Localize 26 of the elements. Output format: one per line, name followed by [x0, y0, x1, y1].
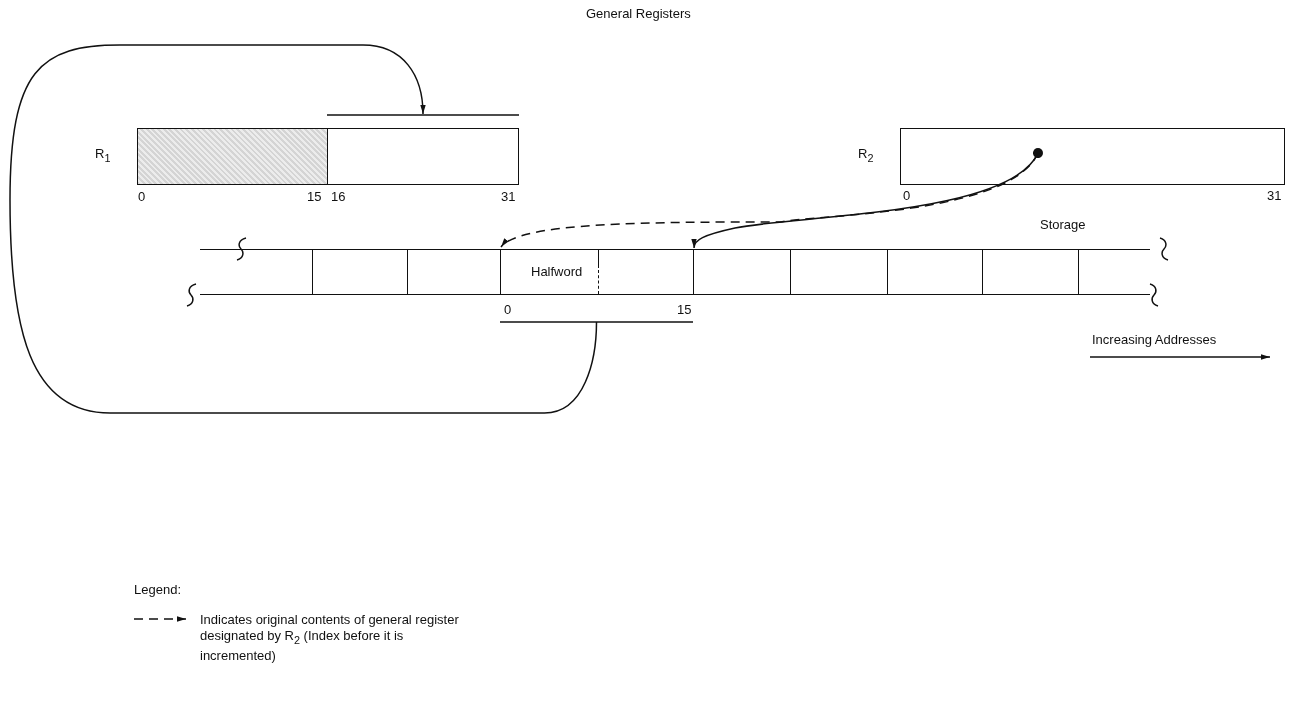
storage-cell: [982, 249, 1078, 295]
bit-number: 0: [903, 188, 911, 203]
arrow: [692, 148, 1043, 249]
storage-cell: [200, 249, 312, 295]
bit-number: 0: [504, 302, 512, 317]
storage-cell: [1078, 249, 1150, 295]
arrow: [9, 44, 598, 414]
bit-number: 0: [138, 189, 146, 204]
storage-cell: [312, 249, 407, 295]
bit-number: 15: [677, 302, 692, 317]
bit-number: 31: [501, 189, 516, 204]
storage-cell: [693, 249, 790, 295]
bit-number: 16: [331, 189, 346, 204]
bit-number: 31: [1267, 188, 1282, 203]
legend-text: Indicates original contents of general register designated by R$_{2}$ (Index before it is incremented): [200, 612, 460, 664]
storage-cell: [790, 249, 887, 295]
cell-label: Halfword: [531, 264, 583, 279]
register-label: R$_{1}$: [95, 146, 111, 166]
register-label: R$_{2}$: [858, 146, 874, 166]
bit-number: 15: [307, 189, 322, 204]
storage-cell: [887, 249, 982, 295]
storage-cell: [407, 249, 500, 295]
title: General Registers: [586, 6, 691, 21]
direction-label: Increasing Addresses: [1092, 332, 1217, 347]
storage-label: Storage: [1040, 217, 1086, 232]
legend-heading: Legend:: [134, 582, 181, 597]
